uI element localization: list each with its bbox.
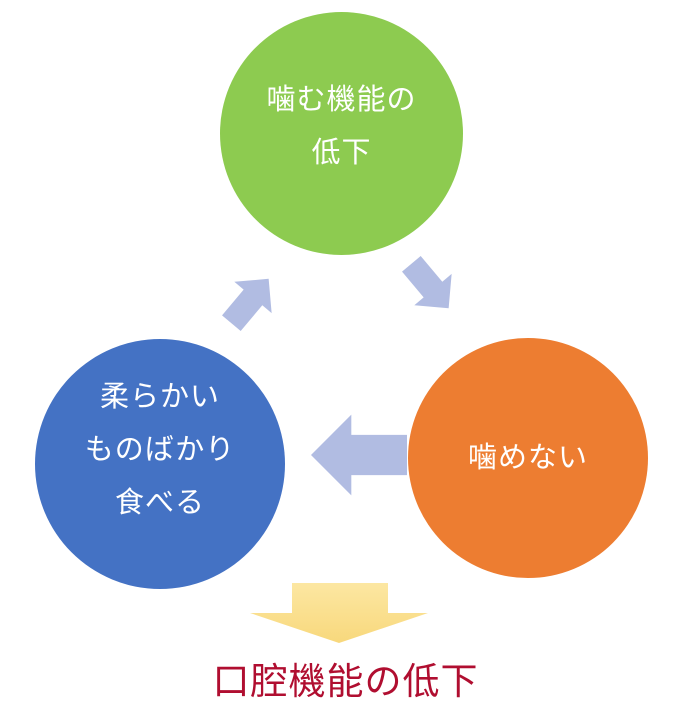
node-label-line: 噛めない (467, 442, 588, 474)
node-label-line: 噛む機能の (266, 84, 417, 116)
node-label-chew-function-decline: 噛む機能の 低下 (220, 74, 463, 180)
node-label-eat-soft-foods: 柔らかい ものばかり 食べる (35, 371, 285, 530)
node-label-cannot-chew: 噛めない (408, 432, 648, 485)
node-label-line: ものばかり (84, 434, 236, 466)
node-circle-right-cannot-chew (408, 338, 648, 578)
node-label-line: 柔らかい (99, 381, 220, 413)
cycle-arrow-right-to-left-icon (311, 414, 407, 496)
result-label-oral-function-decline: 口腔機能の低下 (212, 661, 479, 702)
cycle-arrow-top-to-right-icon (402, 255, 452, 309)
cycle-arrow-left-to-top-icon (222, 278, 272, 332)
result-down-arrow-icon (250, 583, 428, 643)
node-circle-top-chew-function-decline (220, 12, 463, 255)
node-circle-left-eat-soft-foods (35, 339, 285, 589)
node-label-line: 食べる (114, 487, 205, 519)
node-label-line: 低下 (311, 137, 372, 169)
